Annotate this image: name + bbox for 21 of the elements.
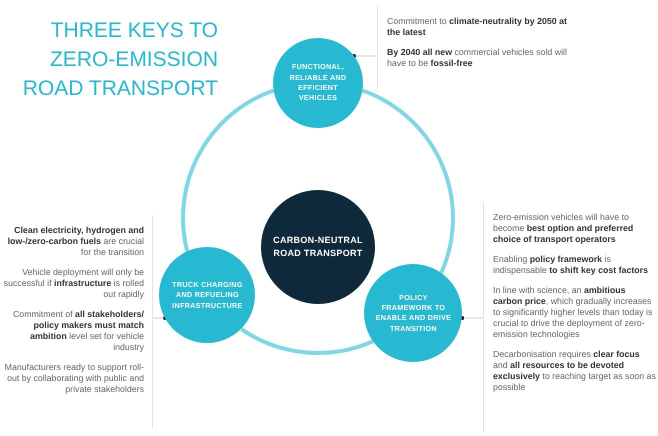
- diagram-title: THREE KEYS TO ZERO-EMISSION ROAD TRANSPORT: [22, 18, 218, 102]
- circle-label: CARBON-NEUTRAL ROAD TRANSPORT: [272, 234, 364, 260]
- paragraph: Commitment to climate-neutrality by 2050 at the latest: [387, 16, 567, 38]
- paragraph: By 2040 all new commercial vehicles sold will have to be fossil-free: [387, 47, 567, 69]
- paragraph: Enabling policy framework is indispensable to shift key cost factors: [493, 254, 649, 276]
- text-panel: [483, 202, 656, 432]
- paragraph: Manufacturers ready to support roll-out by collaborating with public and private stakeholders: [4, 362, 144, 395]
- paragraph: In line with science, an ambitious carbon price, which gradually increases to significantly higher levels than today is crucial to drive the deployment of zero-emission technologies: [493, 285, 654, 340]
- text-panel: [2, 215, 153, 428]
- connector: [352, 54, 377, 58]
- connector: [240, 327, 374, 355]
- paragraph: Decarbonisation requires clear focus and all resources to be devoted exclusively to reaching target as soon as possible: [493, 349, 656, 393]
- paragraph: Vehicle deployment will only be successful if infrastructure is rolled out rapidly: [2, 267, 144, 300]
- paragraph: Commitment of all stakeholders/ policy makers must match ambition level set for vehicle industry: [12, 309, 144, 353]
- connector: [362, 88, 455, 274]
- connector: [460, 316, 483, 320]
- paragraph: Zero-emission vehicles will have to become best option and preferred choice of transport operators: [493, 212, 634, 245]
- connector: [181, 88, 274, 252]
- connector: [153, 316, 168, 320]
- text-panel: [377, 6, 567, 92]
- paragraph: Clean electricity, hydrogen and low-/zero-carbon fuels are crucial for the transition: [6, 225, 144, 258]
